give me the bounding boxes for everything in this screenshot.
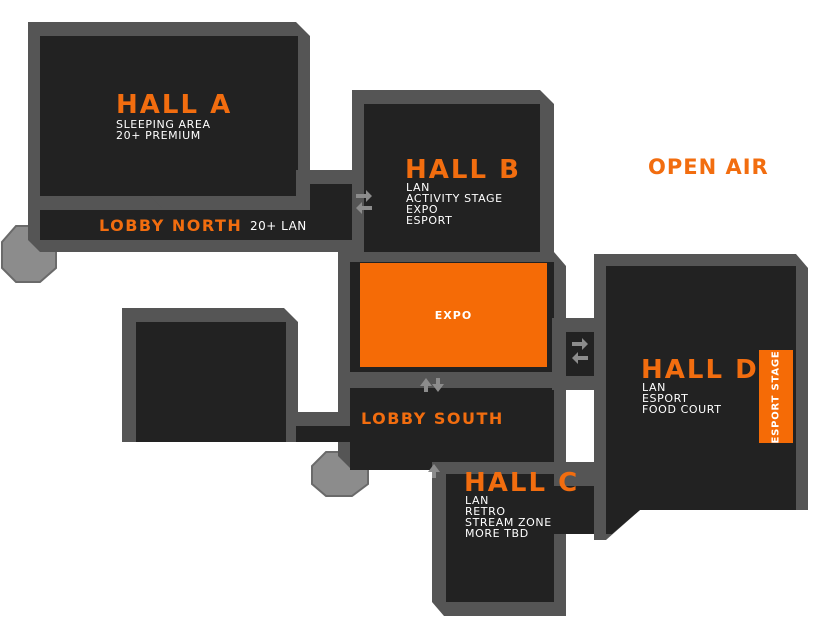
hall-a-feature: 20+ PREMIUM — [116, 129, 201, 142]
lobby-south-title: LOBBY SOUTH — [361, 409, 504, 428]
hall-a-block — [28, 22, 310, 196]
esport-stage-label: ESPORT STAGE — [770, 349, 782, 444]
lobby-south-block — [286, 374, 566, 470]
hall-d-features: LAN ESPORT FOOD COURT — [642, 382, 722, 415]
esport-stage: ESPORT STAGE — [759, 350, 793, 443]
hall-b-features: LAN ACTIVITY STAGE EXPO ESPORT — [406, 182, 503, 226]
double-arrow-horizontal-icon — [572, 338, 588, 364]
double-arrow-vertical-icon — [420, 378, 444, 392]
hall-a-title: HALL A — [116, 90, 233, 120]
lobby-north-note: 20+ LAN — [250, 219, 307, 233]
hall-b-feature: ACTIVITY STAGE — [406, 192, 503, 205]
hall-b-feature: EXPO — [406, 203, 439, 216]
hall-c-feature: RETRO — [465, 505, 506, 518]
hall-c-feature: LAN — [465, 494, 489, 507]
west-wing-block — [122, 308, 298, 442]
hall-d-feature: LAN — [642, 381, 666, 394]
hall-a-features: SLEEPING AREA 20+ PREMIUM — [116, 119, 211, 141]
hall-b-feature: ESPORT — [406, 214, 453, 227]
hall-c-feature: MORE TBD — [465, 527, 529, 540]
hall-b-title: HALL B — [405, 155, 521, 185]
hall-d-title: HALL D — [641, 355, 759, 385]
open-air-label: OPEN AIR — [648, 155, 769, 179]
hall-b-feature: LAN — [406, 181, 430, 194]
hall-c-feature: STREAM ZONE — [465, 516, 552, 529]
expo-area: EXPO — [360, 263, 547, 367]
hall-b-block — [352, 90, 554, 256]
hall-c-title: HALL C — [464, 468, 580, 498]
hall-c-features: LAN RETRO STREAM ZONE MORE TBD — [465, 495, 552, 539]
lobby-north-title: LOBBY NORTH — [99, 216, 243, 235]
lobby-north-block — [28, 196, 365, 252]
double-arrow-horizontal-icon — [356, 190, 372, 214]
double-arrow-vertical-icon — [428, 464, 440, 478]
hall-d-feature: FOOD COURT — [642, 403, 722, 416]
hall-a-feature: SLEEPING AREA — [116, 118, 211, 131]
expo-label: EXPO — [434, 308, 473, 322]
hall-d-feature: ESPORT — [642, 392, 689, 405]
